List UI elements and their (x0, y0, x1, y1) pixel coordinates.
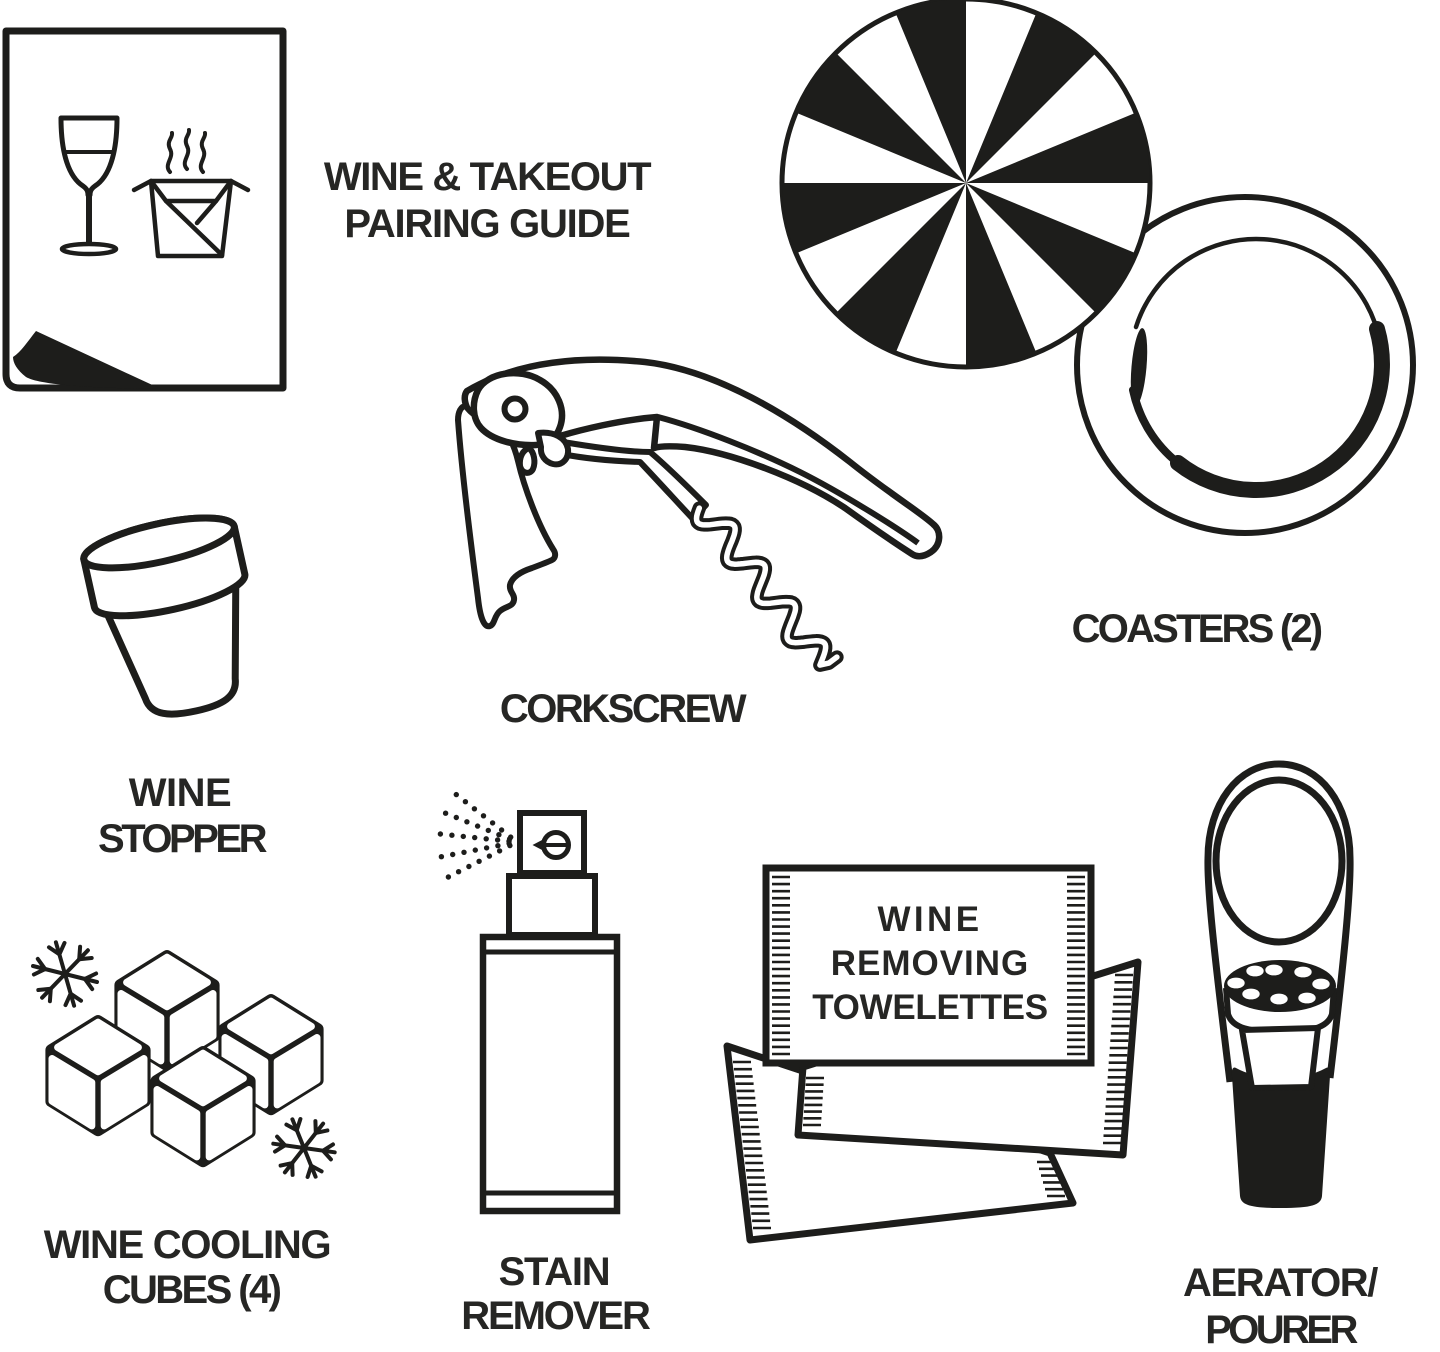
svg-text:COASTERS (2): COASTERS (2) (1072, 607, 1322, 651)
svg-text:STAIN: STAIN (499, 1250, 610, 1294)
svg-text:POURER: POURER (1205, 1308, 1358, 1352)
svg-text:WINE: WINE (129, 771, 231, 815)
svg-text:WINE & TAKEOUT: WINE & TAKEOUT (324, 155, 651, 199)
svg-text:CUBES (4): CUBES (4) (103, 1268, 281, 1312)
svg-text:CORKSCREW: CORKSCREW (500, 687, 747, 731)
svg-text:WINE COOLING: WINE COOLING (44, 1223, 331, 1267)
svg-text:PAIRING GUIDE: PAIRING GUIDE (344, 202, 630, 246)
svg-text:REMOVING: REMOVING (831, 944, 1030, 983)
svg-text:AERATOR/: AERATOR/ (1183, 1261, 1378, 1305)
svg-text:TOWELETTES: TOWELETTES (812, 988, 1048, 1027)
svg-text:REMOVER: REMOVER (461, 1294, 651, 1338)
svg-text:STOPPER: STOPPER (98, 817, 268, 861)
svg-text:WINE: WINE (878, 900, 983, 939)
